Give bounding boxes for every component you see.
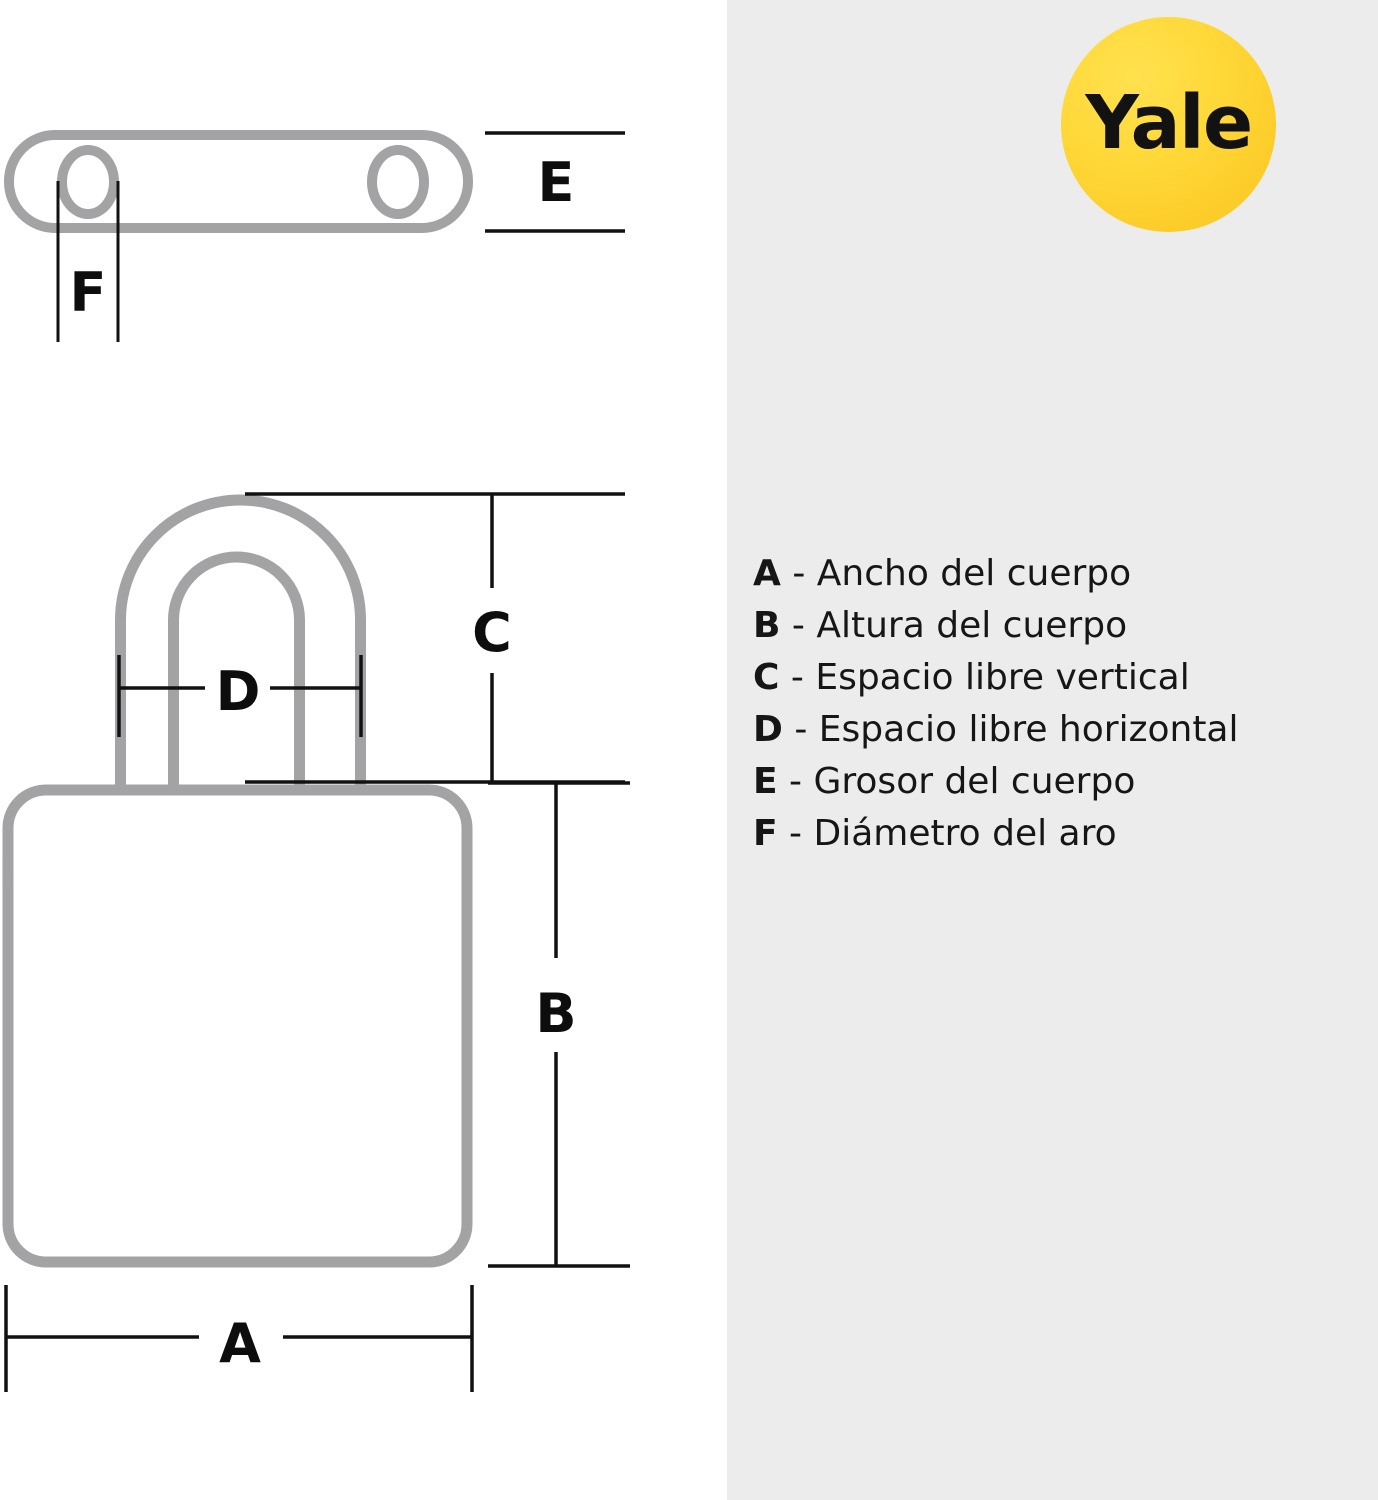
legend-item-a: A - Ancho del cuerpo	[753, 548, 1373, 600]
top-view-right-hole	[367, 145, 429, 219]
legend-sep-b: -	[791, 605, 805, 646]
dimension-D: D	[117, 655, 363, 737]
yale-logo: Yale	[1061, 17, 1276, 232]
legend-desc-a: Ancho del cuerpo	[816, 553, 1132, 594]
dimension-F: F	[56, 181, 120, 342]
legend-item-f: F - Diámetro del aro	[753, 808, 1373, 860]
shackle-outer-contour	[115, 494, 366, 790]
diagram-panel: E F	[2, 130, 630, 1392]
dimension-F-label: F	[70, 261, 107, 324]
legend-sep-d: -	[794, 709, 808, 750]
legend-desc-e: Grosor del cuerpo	[813, 761, 1136, 802]
legend-sep-f: -	[789, 813, 803, 854]
dimension-B: B	[488, 781, 630, 1268]
top-view-left-hole	[57, 145, 119, 219]
legend-desc-b: Altura del cuerpo	[816, 605, 1128, 646]
top-view-body-outline	[4, 130, 473, 233]
dimension-B-label: B	[535, 982, 576, 1045]
legend-key-e: E	[753, 761, 778, 802]
legend-desc-f: Diámetro del aro	[813, 813, 1117, 854]
dimension-A: A	[4, 1285, 474, 1392]
dimension-C-label: C	[472, 601, 512, 664]
padlock-body-outline	[2, 784, 473, 1268]
legend-item-e: E - Grosor del cuerpo	[753, 756, 1373, 808]
dimension-legend: A - Ancho del cuerpo B - Altura del cuer…	[753, 548, 1373, 860]
dimension-D-label: D	[216, 660, 261, 723]
legend-sep-a: -	[792, 553, 806, 594]
legend-sep-e: -	[789, 761, 803, 802]
logo-wordmark: Yale	[1085, 79, 1253, 166]
shackle-inner-contour	[168, 551, 305, 790]
legend-desc-c: Espacio libre vertical	[815, 657, 1190, 698]
legend-sep-c: -	[790, 657, 804, 698]
legend-key-d: D	[753, 709, 783, 750]
legend-item-d: D - Espacio libre horizontal	[753, 704, 1373, 756]
dimension-E-label: E	[538, 151, 575, 214]
padlock-shackle	[115, 494, 366, 790]
dimension-A-label: A	[219, 1312, 261, 1375]
dimension-C: C	[245, 492, 625, 784]
padlock-top-view	[4, 130, 473, 233]
info-panel: Yale A - Ancho del cuerpo B - Altura del…	[727, 0, 1378, 1500]
legend-key-a: A	[753, 553, 781, 594]
padlock-body	[2, 784, 473, 1268]
dimension-E: E	[485, 131, 625, 233]
legend-item-b: B - Altura del cuerpo	[753, 600, 1373, 652]
legend-key-f: F	[753, 813, 778, 854]
logo-circle-shape	[1061, 17, 1276, 232]
legend-key-b: B	[753, 605, 781, 646]
legend-desc-d: Espacio libre horizontal	[818, 709, 1239, 750]
legend-item-c: C - Espacio libre vertical	[753, 652, 1373, 704]
padlock-technical-drawing: E F	[2, 130, 630, 1392]
legend-key-c: C	[753, 657, 780, 698]
